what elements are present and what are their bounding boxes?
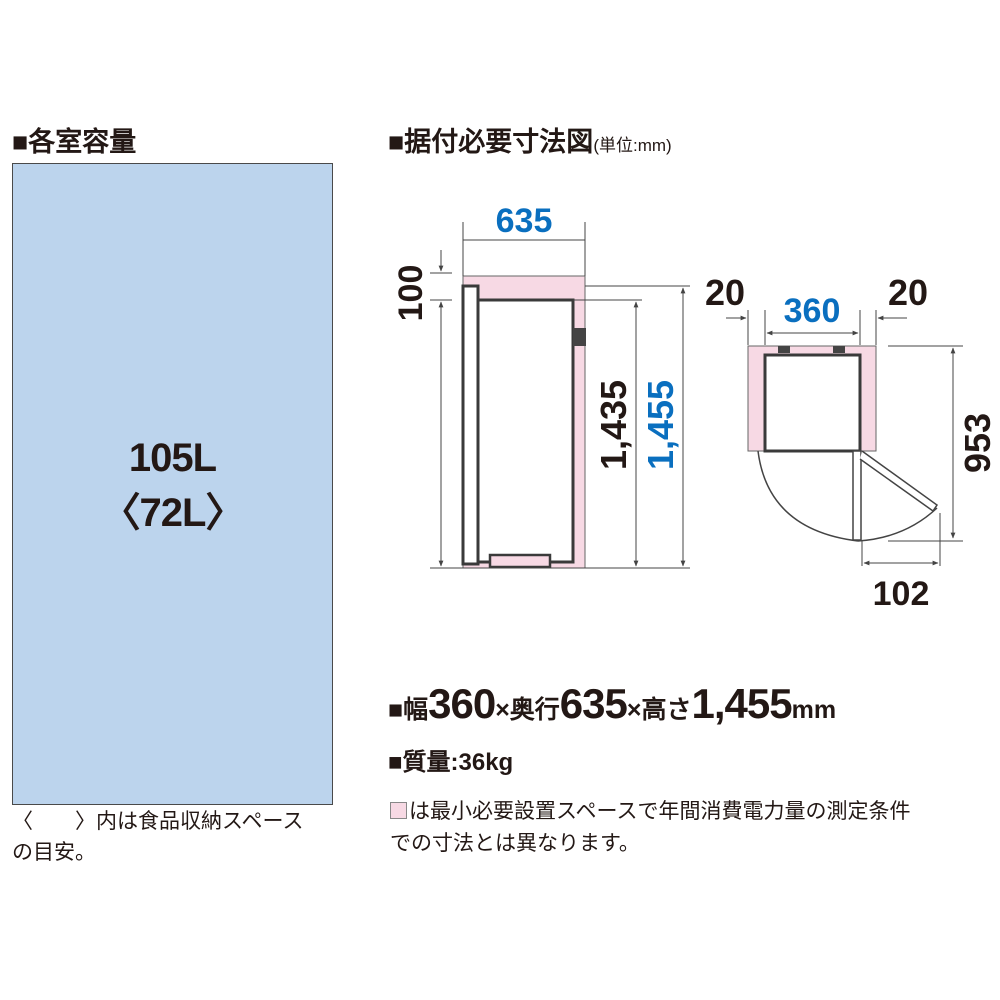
door-depth-label: 953	[957, 413, 998, 473]
right-gap-label: 20	[888, 272, 928, 313]
install-heading: ■据付必要寸法図(単位:mm)	[388, 120, 672, 159]
spec-depth: 635	[559, 680, 628, 727]
body-height-label: 1,435	[593, 380, 634, 470]
capacity-note-2: の目安。	[12, 841, 96, 864]
legend-line-2: での寸法とは異なります。	[390, 832, 640, 855]
width-label: 360	[784, 292, 841, 330]
legend-text-1: は最小必要設置スペースで年間消費電力量の測定条件	[409, 800, 911, 823]
door-offset-label: 102	[873, 575, 930, 613]
install-heading-text: ■据付必要寸法図	[388, 127, 594, 157]
pink-swatch-icon	[390, 802, 407, 819]
side-view	[430, 222, 690, 569]
size-spec: ■幅360×奥行635×高さ1,455mm	[388, 680, 836, 728]
weight-value: 36kg	[458, 749, 514, 776]
depth-label: 635	[496, 202, 553, 240]
capacity-box: 105L 〈72L〉	[12, 163, 333, 805]
size-prefix: ■幅	[388, 696, 429, 724]
food-capacity: 〈72L〉	[100, 491, 246, 535]
body	[476, 298, 575, 564]
legend-line-1: は最小必要設置スペースで年間消費電力量の測定条件	[390, 796, 910, 827]
spec-height: 1,455	[691, 680, 792, 727]
unit-label: (単位:mm)	[593, 136, 672, 155]
door	[461, 284, 480, 566]
spec-width: 360	[428, 680, 496, 727]
spec-unit: mm	[791, 696, 837, 724]
total-capacity: 105L	[128, 436, 217, 480]
spec-height-label: ×高さ	[626, 696, 692, 724]
capacity-heading: ■各室容量	[12, 127, 137, 157]
top-view	[726, 310, 963, 566]
left-gap-label: 20	[705, 272, 745, 313]
spec-depth-label: ×奥行	[495, 696, 560, 724]
capacity-note-1: 〈 〉内は食品収納スペース	[12, 810, 304, 833]
top-clearance-label: 100	[392, 265, 430, 322]
weight-spec: ■質量:36kg	[388, 742, 513, 777]
total-height-label: 1,455	[640, 380, 681, 470]
weight-label: ■質量:	[388, 749, 459, 776]
